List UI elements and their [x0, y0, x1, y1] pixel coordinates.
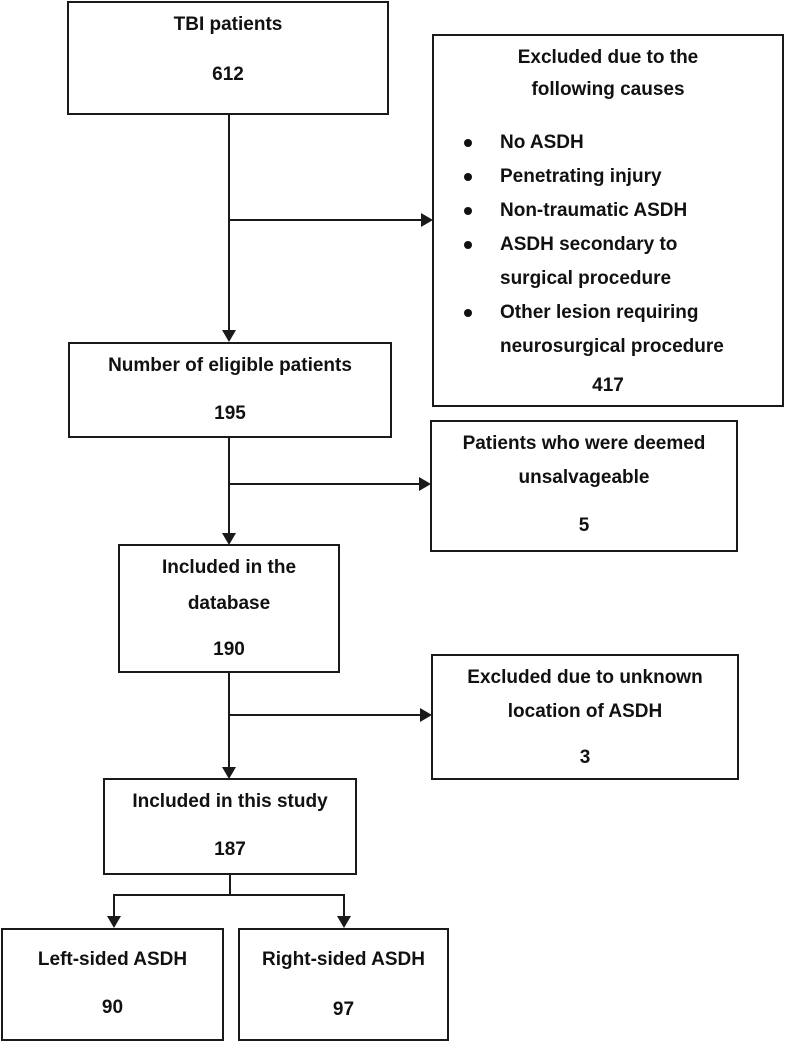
arrowhead-to-unsalvageable — [419, 477, 431, 491]
list-item: Non-traumatic ASDH — [464, 194, 724, 228]
unsalvageable-line-1: Patients who were deemed — [462, 433, 706, 454]
study-count: 187 — [214, 839, 246, 860]
database-line-1: Included in the — [161, 557, 297, 578]
arrowhead-to-study — [222, 767, 236, 779]
connector-to-excluded-causes — [229, 219, 421, 221]
excluded-causes-title-1: Excluded due to the — [517, 47, 699, 68]
eligible-label: Number of eligible patients — [108, 355, 352, 376]
right-sided-count: 97 — [332, 999, 355, 1020]
connector-split-horizontal — [113, 894, 345, 896]
bullet-icon — [464, 309, 472, 317]
excluded-causes-count: 417 — [592, 375, 624, 396]
box-excluded-causes: Excluded due to the following causes No … — [432, 34, 784, 407]
connector-to-left — [113, 894, 115, 916]
left-sided-count: 90 — [101, 997, 124, 1018]
connector-study-stem — [229, 874, 231, 895]
connector-to-unknown-location — [229, 714, 420, 716]
box-left-sided: Left-sided ASDH 90 — [1, 928, 224, 1041]
arrowhead-to-unknown-location — [420, 708, 432, 722]
box-right-sided: Right-sided ASDH 97 — [238, 928, 449, 1041]
unknown-location-line-2: location of ASDH — [507, 701, 663, 722]
connector-to-unsalvageable — [229, 483, 419, 485]
bullet-icon — [464, 173, 472, 181]
exclusion-cause-list: No ASDH Penetrating injury Non-traumatic… — [464, 126, 724, 364]
arrowhead-to-excluded-causes — [421, 213, 433, 227]
box-unsalvageable: Patients who were deemed unsalvageable 5 — [430, 420, 738, 552]
database-count: 190 — [213, 639, 245, 660]
database-line-2: database — [187, 593, 271, 614]
box-database: Included in the database 190 — [118, 544, 340, 673]
bullet-icon — [464, 241, 472, 249]
unsalvageable-count: 5 — [578, 515, 590, 536]
eligible-count: 195 — [214, 403, 246, 424]
bullet-icon — [464, 207, 472, 215]
right-sided-label: Right-sided ASDH — [262, 949, 425, 970]
arrowhead-to-left — [107, 916, 121, 928]
box-tbi-patients: TBI patients 612 — [67, 1, 389, 115]
box-unknown-location: Excluded due to unknown location of ASDH… — [431, 654, 739, 780]
connector-eligible-to-database — [228, 437, 230, 533]
tbi-label: TBI patients — [173, 14, 283, 35]
box-eligible-patients: Number of eligible patients 195 — [68, 342, 392, 438]
left-sided-label: Left-sided ASDH — [37, 949, 188, 970]
list-item: Penetrating injury — [464, 160, 724, 194]
box-study: Included in this study 187 — [103, 778, 357, 875]
arrowhead-to-eligible — [222, 330, 236, 342]
connector-to-right — [343, 894, 345, 916]
arrowhead-to-database — [222, 533, 236, 545]
connector-database-to-study — [228, 672, 230, 767]
list-item: No ASDH — [464, 126, 724, 160]
excluded-causes-title-2: following causes — [531, 79, 685, 100]
study-label: Included in this study — [132, 791, 328, 812]
unknown-location-count: 3 — [579, 747, 591, 768]
bullet-icon — [464, 139, 472, 147]
connector-tbi-to-eligible — [228, 114, 230, 330]
unknown-location-line-1: Excluded due to unknown — [467, 667, 703, 688]
arrowhead-to-right — [337, 916, 351, 928]
tbi-count: 612 — [212, 64, 244, 85]
unsalvageable-line-2: unsalvageable — [518, 467, 650, 488]
